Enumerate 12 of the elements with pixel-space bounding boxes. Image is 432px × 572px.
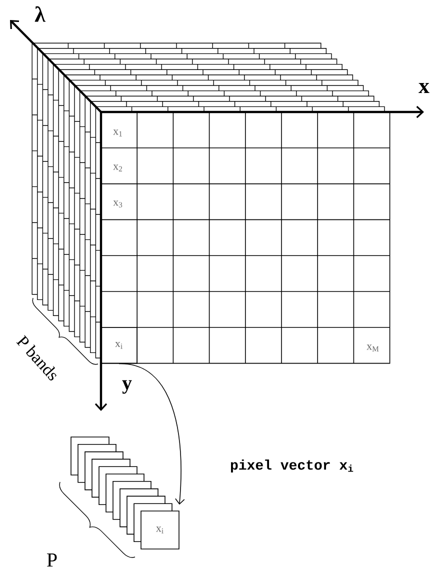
axis-label: y (122, 380, 132, 394)
pixel-vector-square: x$_{i}$ (140, 510, 180, 550)
curved-arrow (118, 363, 185, 505)
axis-label: x (418, 82, 430, 94)
axis-label: λ (34, 6, 46, 22)
cell-label: x$_{2}$ (113, 164, 122, 172)
caption-text: pixel vector x$_{i}$ (230, 459, 354, 473)
pixel-cell: x$_{i}$ (100, 327, 138, 364)
cell-label: x$_{1}$ (113, 130, 122, 136)
cell-label: x$_{M}$ (366, 344, 379, 352)
brace-label: P (47, 553, 57, 567)
cell-label: x$_{3}$ (113, 200, 122, 208)
